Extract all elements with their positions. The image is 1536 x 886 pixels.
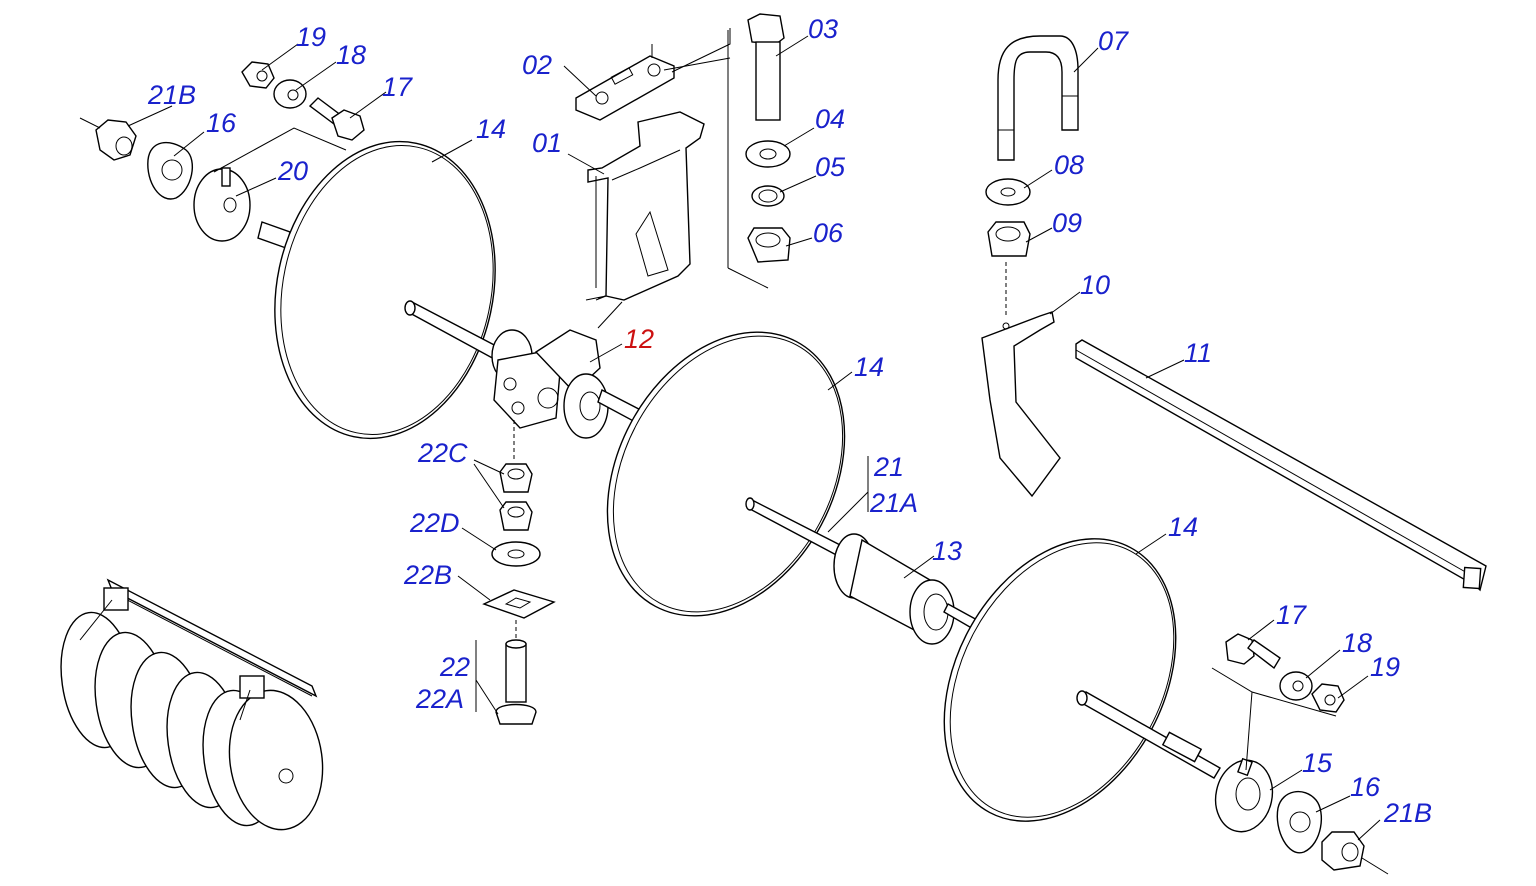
label-14-right: 14: [1168, 512, 1198, 542]
label-11: 11: [1184, 338, 1212, 368]
hex-nut-19-top: [241, 61, 275, 89]
label-16-top: 16: [206, 108, 237, 138]
nut-22c-upper: [499, 463, 533, 493]
carriage-bolt-22: [495, 639, 537, 725]
washer-20: [193, 167, 251, 242]
label-06: 06: [813, 218, 844, 248]
spacer-13: [833, 533, 955, 645]
hex-nut-19-bottom: [1311, 683, 1345, 713]
shaft-segment-1: [404, 300, 501, 362]
label-08: 08: [1054, 150, 1084, 180]
label-21a: 21A: [869, 488, 918, 518]
lock-washer-05: [751, 185, 785, 207]
bolt-17-bottom: [1225, 633, 1281, 670]
label-09: 09: [1052, 208, 1082, 238]
disc-14-right: [943, 538, 1177, 822]
label-22a: 22A: [415, 684, 464, 714]
label-13: 13: [932, 536, 962, 566]
label-17-bottom: 17: [1276, 600, 1307, 630]
label-02: 02: [522, 50, 552, 80]
nut-21b-bottom: [1321, 831, 1365, 871]
label-07: 07: [1098, 26, 1129, 56]
bracket-01: [587, 111, 705, 301]
assembled-overview: [60, 578, 324, 831]
lock-plate-16-top: [147, 141, 193, 200]
label-01: 01: [532, 128, 562, 158]
disc-14-middle: [606, 331, 846, 617]
bolt-17-top: [308, 97, 365, 141]
label-22d: 22D: [409, 508, 460, 538]
label-14-left: 14: [476, 114, 506, 144]
washer-18-bottom: [1279, 671, 1313, 701]
label-20: 20: [277, 156, 308, 186]
label-19-bottom: 19: [1370, 652, 1400, 682]
label-12: 12: [624, 324, 654, 354]
bolt-03: [747, 13, 785, 121]
shaft-segment-5: [1076, 690, 1221, 779]
square-plate-22b: [482, 589, 556, 619]
u-bolt-07: [997, 35, 1079, 161]
label-17-top: 17: [382, 72, 413, 102]
label-22c: 22C: [417, 438, 468, 468]
bearing-15: [1214, 757, 1274, 833]
label-21b-top: 21B: [147, 80, 196, 110]
washer-22d: [491, 541, 541, 567]
label-18-top: 18: [336, 40, 366, 70]
label-21: 21: [873, 452, 904, 482]
label-14-middle: 14: [854, 352, 884, 382]
nut-09: [987, 221, 1031, 257]
washer-18-top: [273, 79, 307, 109]
square-tube-11: [1075, 339, 1487, 592]
bearing-housing-12: [491, 329, 609, 439]
label-18-bottom: 18: [1342, 628, 1372, 658]
label-04: 04: [815, 104, 845, 134]
lock-plate-16-bottom: [1276, 790, 1323, 854]
label-03: 03: [808, 14, 838, 44]
clamp-02: [575, 55, 675, 121]
nut-21b-top: [95, 119, 137, 161]
washer-04: [745, 140, 791, 168]
label-22b: 22B: [403, 560, 452, 590]
washer-08: [985, 178, 1031, 206]
nut-06: [747, 227, 791, 263]
disc-14-left: [274, 140, 496, 440]
scraper-10: [981, 311, 1061, 498]
label-21b-bottom: 21B: [1383, 798, 1432, 828]
label-19-top: 19: [296, 22, 326, 52]
label-10: 10: [1080, 270, 1110, 300]
label-05: 05: [815, 152, 846, 182]
label-15: 15: [1302, 748, 1333, 778]
label-16-bottom: 16: [1350, 772, 1381, 802]
nut-22c-lower: [499, 501, 533, 531]
label-22: 22: [439, 652, 470, 682]
